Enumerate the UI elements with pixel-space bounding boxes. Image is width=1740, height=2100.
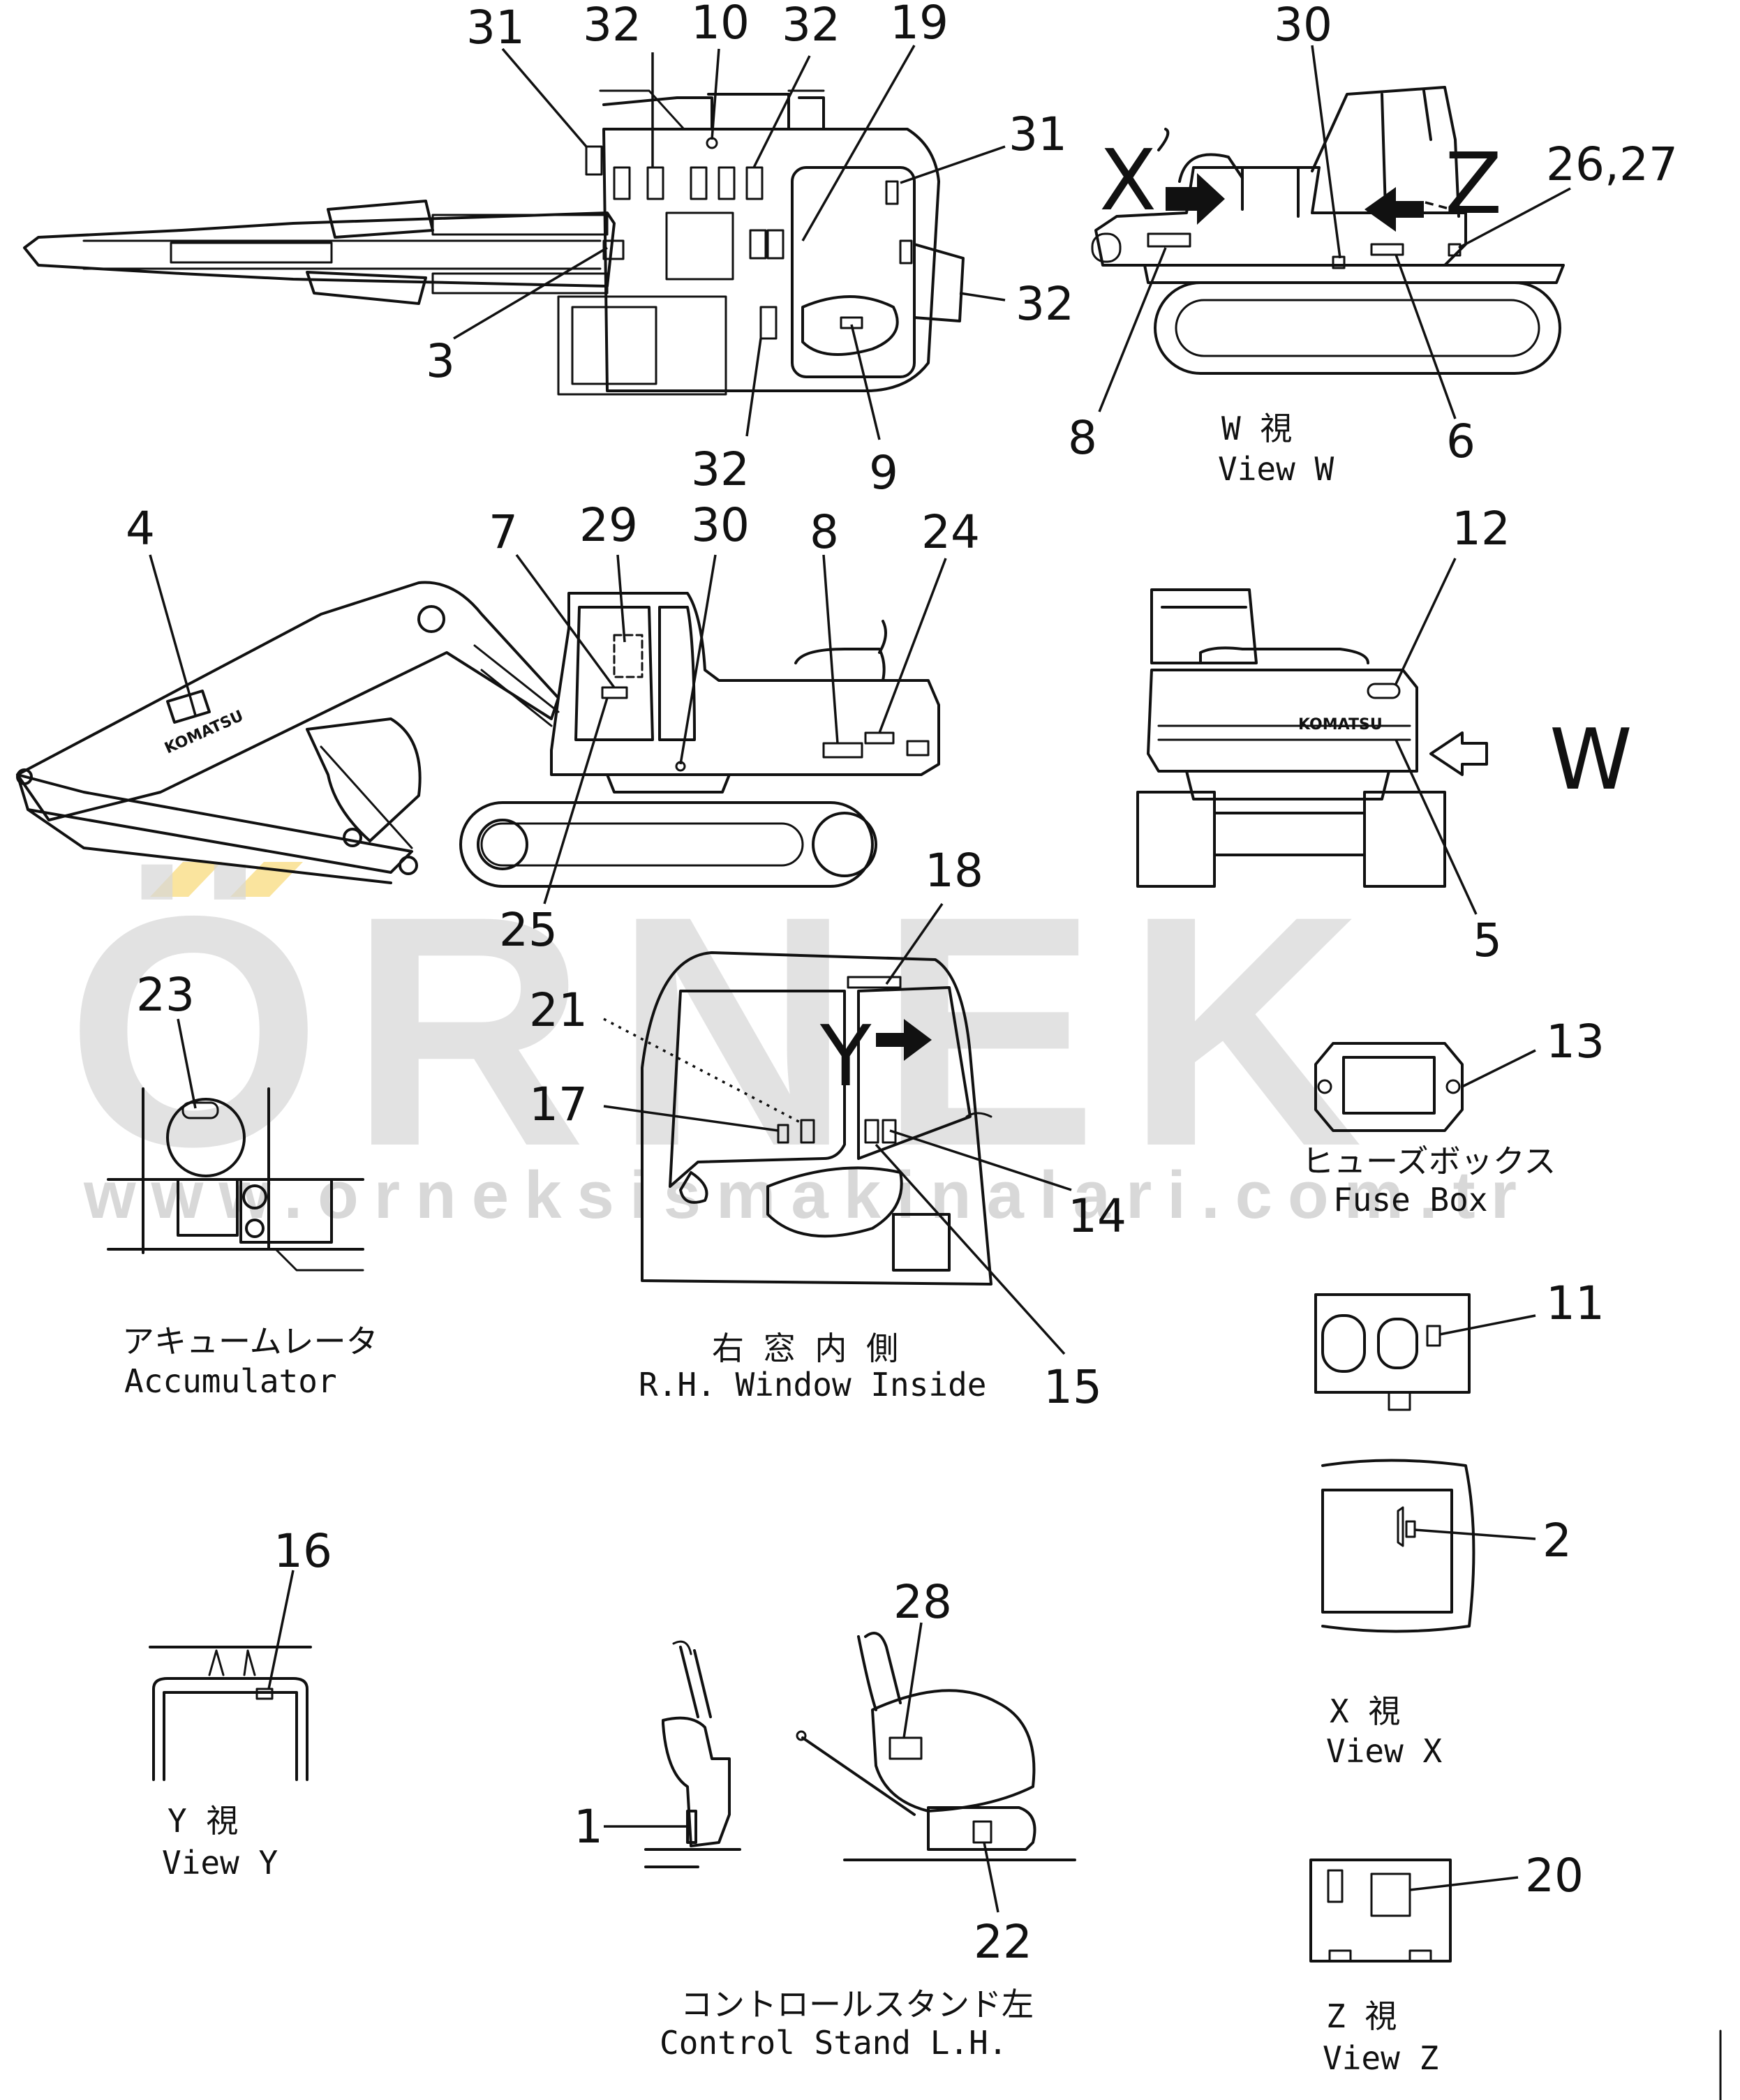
rear-view-leaders bbox=[1395, 558, 1478, 915]
control-stand-caption-jp: コントロールスタンド左 bbox=[681, 1986, 1034, 2023]
callout-26-27: 26,27 bbox=[1546, 137, 1678, 191]
control-stand-drawing bbox=[644, 1632, 1076, 1868]
top-view-drawing bbox=[23, 89, 965, 396]
callout-32: 32 bbox=[1016, 277, 1074, 331]
accumulator-caption: Accumulator bbox=[124, 1362, 337, 1400]
callout-7: 7 bbox=[489, 505, 518, 559]
callout-2: 2 bbox=[1542, 1514, 1572, 1567]
view-letter-y: Y bbox=[819, 1008, 872, 1105]
view-letter-x: X bbox=[1099, 133, 1157, 230]
callout-3: 3 bbox=[426, 334, 455, 388]
window-caption: R.H. Window Inside bbox=[639, 1366, 987, 1403]
callout-4: 4 bbox=[126, 502, 155, 556]
callout-18: 18 bbox=[925, 844, 983, 898]
accumulator-labels: 23 アキュームレータ Accumulator bbox=[122, 968, 378, 1400]
callout-6: 6 bbox=[1446, 415, 1475, 468]
callout-14: 14 bbox=[1068, 1189, 1126, 1243]
view-w-drawing bbox=[1091, 86, 1565, 375]
callout-17: 17 bbox=[529, 1078, 588, 1131]
arrow-y-icon bbox=[876, 1019, 932, 1061]
view-y-caption: View Y bbox=[162, 1844, 278, 1882]
callout-30: 30 bbox=[691, 498, 750, 552]
view-letter-w: W bbox=[1549, 712, 1633, 809]
callout-9: 9 bbox=[869, 446, 898, 500]
callout-31: 31 bbox=[1009, 107, 1067, 161]
callout-30: 30 bbox=[1274, 0, 1332, 52]
rear-view-labels: 12 5 bbox=[1452, 502, 1510, 967]
view-w-leaders bbox=[1098, 45, 1571, 419]
control-stand-caption: Control Stand L.H. bbox=[660, 2024, 1008, 2062]
rear-logo: KOMATSU bbox=[1298, 716, 1383, 733]
view-y-caption-jp: Y 視 bbox=[168, 1802, 238, 1840]
window-labels: 18 21 17 14 15 右 窓 内 側 R.H. Window Insid… bbox=[529, 844, 1126, 1414]
callout-13: 13 bbox=[1546, 1015, 1605, 1068]
callout-15: 15 bbox=[1043, 1360, 1102, 1414]
callout-1: 1 bbox=[574, 1800, 603, 1854]
callout-29: 29 bbox=[579, 498, 638, 552]
callout-32: 32 bbox=[583, 0, 641, 52]
view-letter-z: Z bbox=[1445, 136, 1502, 233]
control-stand-leaders bbox=[604, 1622, 999, 1913]
window-leaders bbox=[603, 903, 1072, 1355]
top-view-leaders bbox=[453, 45, 1006, 440]
callout-22: 22 bbox=[974, 1915, 1032, 1969]
fuse-box-drawing: 13 ヒューズボックス Fuse Box bbox=[1302, 1015, 1605, 1219]
callout-16: 16 bbox=[274, 1524, 332, 1578]
callout-12: 12 bbox=[1452, 502, 1510, 556]
callout-10: 10 bbox=[691, 0, 750, 50]
watermark: ÖRNEK www.orneksismakinalari.com.tr bbox=[66, 848, 1532, 1233]
callout-32: 32 bbox=[782, 0, 840, 52]
callout-19: 19 bbox=[890, 0, 949, 50]
callout-5: 5 bbox=[1473, 914, 1502, 967]
callout-24: 24 bbox=[921, 505, 980, 559]
callout-11: 11 bbox=[1546, 1276, 1605, 1330]
callout-20: 20 bbox=[1525, 1849, 1584, 1902]
callout-8: 8 bbox=[1068, 411, 1097, 465]
callout-28: 28 bbox=[893, 1575, 952, 1629]
accumulator-leaders bbox=[177, 1018, 197, 1109]
view-w-caption-jp: W 視 bbox=[1221, 410, 1292, 447]
rear-view-drawing: KOMATSU W bbox=[1136, 588, 1633, 888]
side-view-leaders bbox=[149, 553, 947, 904]
view-z-caption-jp: Z 視 bbox=[1326, 1997, 1397, 2035]
view-w-caption: View W bbox=[1218, 450, 1334, 488]
arrow-z-icon bbox=[1365, 187, 1424, 232]
callout-31: 31 bbox=[466, 1, 525, 54]
callout-8: 8 bbox=[810, 505, 839, 559]
callout-25: 25 bbox=[499, 903, 558, 957]
side-view-drawing: KOMATSU bbox=[16, 581, 940, 888]
watermark-url: www.orneksismakinalari.com.tr bbox=[83, 1158, 1532, 1233]
accumulator-drawing bbox=[107, 1087, 364, 1272]
view-z-drawing: 20 Z 視 View Z bbox=[1309, 1849, 1584, 2077]
control-stand-labels: 1 28 22 コントロールスタンド左 Control Stand L.H. bbox=[574, 1575, 1034, 2062]
callout-23: 23 bbox=[136, 968, 195, 1022]
callout-21: 21 bbox=[529, 983, 588, 1037]
view-x-caption-jp: X 視 bbox=[1330, 1692, 1400, 1730]
view-w-labels: 30 26,27 8 6 W 視 View W bbox=[1068, 0, 1678, 488]
view-z-caption: View Z bbox=[1323, 2039, 1438, 2077]
top-view-labels: 31 32 10 32 19 31 32 3 32 9 bbox=[426, 0, 1074, 500]
fuse-box-caption: Fuse Box bbox=[1333, 1181, 1488, 1219]
window-drawing: Y bbox=[641, 951, 992, 1286]
accumulator-caption-jp: アキュームレータ bbox=[122, 1323, 378, 1360]
watermark-brand: ÖRNEK bbox=[66, 848, 1390, 1214]
arrow-w-icon bbox=[1429, 731, 1488, 776]
window-caption-jp: 右 窓 内 側 bbox=[712, 1330, 898, 1367]
view-x-caption: View X bbox=[1326, 1732, 1442, 1770]
fuse-box-caption-jp: ヒューズボックス bbox=[1302, 1142, 1556, 1180]
side-view-labels: 4 7 29 30 8 24 25 bbox=[126, 498, 980, 957]
view-y-drawing: 16 Y 視 View Y bbox=[149, 1524, 332, 1882]
callout-32: 32 bbox=[691, 442, 750, 496]
watermark-accent-left bbox=[150, 862, 222, 897]
view-w-arrows: X Z bbox=[1099, 133, 1502, 233]
arrow-x-icon bbox=[1166, 173, 1225, 225]
view-x-drawing: 11 2 X 視 View X bbox=[1314, 1276, 1605, 1770]
